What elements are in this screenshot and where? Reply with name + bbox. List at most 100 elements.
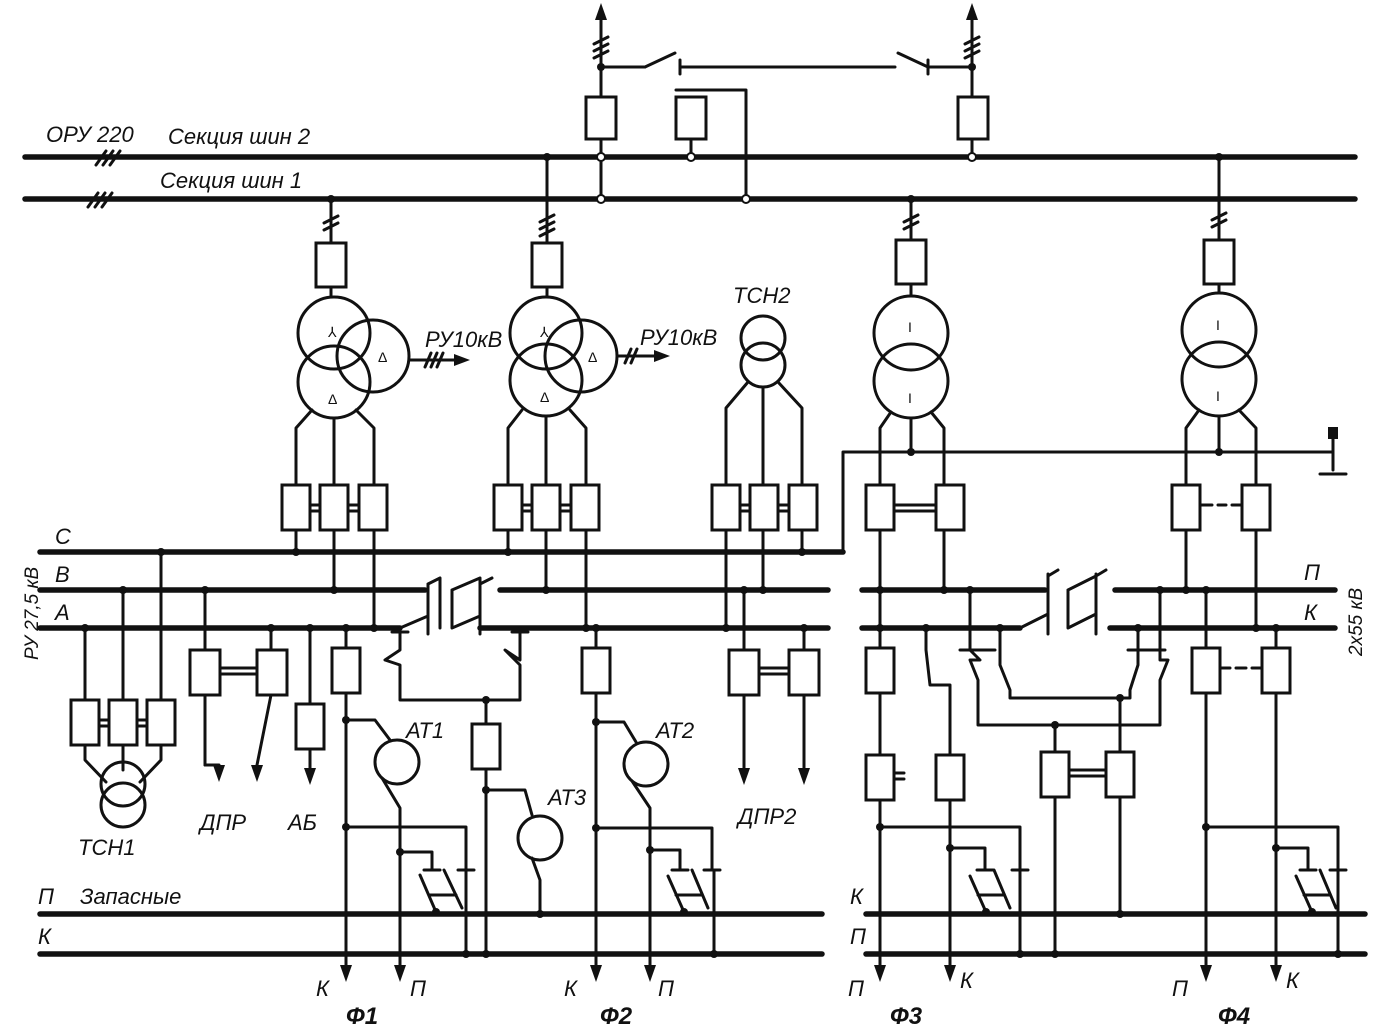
arrow-up-icon (966, 3, 978, 20)
transformer-1-bay: ⅄ Δ Δ РУ10кВ (280, 195, 502, 632)
dpr2-breaker-2 (787, 648, 821, 697)
tsn1-bay: ТСН1 (69, 548, 177, 860)
arrow-right-icon (454, 354, 470, 366)
f2-label: Ф2 (600, 1003, 633, 1030)
at3-autotransformer (516, 814, 564, 862)
ru2x55-label: 2х55 кВ (1346, 588, 1367, 657)
feeder-f3-bay: П К Ф3 (848, 624, 1030, 1030)
arrow-down-icon (590, 965, 602, 982)
star-icon: ⅄ (327, 324, 337, 340)
dpr2-breaker-1 (727, 648, 761, 697)
dpr-breaker-1 (188, 648, 222, 697)
bus-section-2-label: Секция шин 2 (168, 124, 310, 149)
t4-feeder-breaker-k (1240, 483, 1272, 532)
spare-2x55-p-label: П (850, 924, 866, 949)
t2-hv-breaker (530, 241, 564, 289)
delta-icon: Δ (588, 349, 597, 365)
t4-feeder-breaker-p (1170, 483, 1202, 532)
spare-p-label: П (38, 884, 54, 909)
t1-lv-winding (296, 344, 372, 420)
arrow-down-icon (394, 965, 406, 982)
t1-phase-breaker-b (318, 483, 350, 532)
spare-bay-2x55 (958, 586, 1170, 958)
phase-c-label: С (55, 524, 71, 549)
t4-lv-winding (1180, 340, 1258, 418)
incoming-line-2 (678, 3, 990, 162)
spare-buses-27kv: П Запасные К (37, 884, 825, 957)
tsn2-winding-2 (739, 341, 787, 389)
phase-b-label: В (55, 562, 70, 587)
transformer-2-bay: ⅄ Δ Δ РУ10кВ (492, 153, 717, 632)
tick-icon: I (908, 319, 912, 335)
f3-breaker-p (864, 646, 896, 695)
ab-bay: АБ (286, 624, 326, 835)
f4-p-label: П (1172, 976, 1188, 1001)
t1-phase-breaker-c (357, 483, 389, 532)
arrow-down-icon (798, 768, 810, 785)
line-breaker-2 (956, 95, 990, 141)
phase-a-label: А (53, 600, 70, 625)
tsn2-breaker-c (787, 483, 819, 532)
dpr-label: ДПР (197, 810, 246, 835)
arrow-down-icon (738, 768, 750, 785)
neutral-bus (841, 427, 1348, 554)
dpr-breaker-2 (255, 648, 289, 697)
busbars-27kv: С В А РУ 27,5 кВ (22, 524, 846, 660)
t3-feeder-breaker-p (864, 483, 896, 532)
tsn1-breaker-c (145, 698, 177, 747)
tsn1-winding-2 (99, 781, 147, 829)
f1-p-label: П (410, 976, 426, 1001)
spare-2x55-breaker-2 (1104, 750, 1136, 799)
arrow-down-icon (1270, 965, 1282, 982)
spare-buses-2x55: К П (850, 884, 1368, 957)
at3-bay: АТ3 (383, 626, 587, 958)
feeder-f1-bay: АТ1 К П Ф1 (316, 624, 476, 1030)
arrow-up-icon (595, 3, 607, 20)
ground-terminal-icon (1328, 427, 1338, 439)
tsn2-bay: ТСН2 (710, 283, 819, 632)
t4-hv-breaker (1202, 238, 1236, 286)
tsn2-winding-1 (739, 314, 787, 362)
bus-k-label: К (1304, 600, 1318, 625)
at2-label: АТ2 (654, 718, 694, 743)
feeder-f2-bay: АТ2 К П Ф2 (564, 624, 722, 1030)
f2-k-label: К (564, 976, 578, 1001)
transformer-4-bay: I I (1170, 153, 1272, 632)
f1-breaker (330, 646, 362, 695)
arrow-down-icon (1200, 965, 1212, 982)
f3-p-label: П (848, 976, 864, 1001)
bus-labels: ОРУ 220 Секция шин 2 Секция шин 1 (46, 122, 310, 193)
arrow-down-icon (304, 768, 316, 785)
t1-10kv-winding (335, 318, 411, 394)
arrow-down-icon (644, 965, 656, 982)
spare-label: Запасные (80, 884, 181, 909)
ru220-label: ОРУ 220 (46, 122, 134, 147)
t1-hv-winding (296, 295, 372, 371)
incoming-line-1 (584, 3, 682, 204)
feeder-f4-bay: П К Ф4 (1172, 586, 1348, 1030)
ab-label: АБ (286, 810, 317, 835)
line-breaker-1 (584, 95, 618, 141)
ru10kv-label-1: РУ10кВ (425, 327, 502, 352)
ab-breaker (294, 702, 326, 751)
bus-p-label: П (1304, 560, 1320, 585)
delta-icon: Δ (378, 349, 387, 365)
f4-label: Ф4 (1218, 1003, 1250, 1030)
at2-autotransformer (622, 740, 670, 788)
arrow-down-icon (251, 765, 263, 782)
t2-phase-breaker-b (530, 483, 562, 532)
f1-k-label: К (316, 976, 330, 1001)
bus-coupler-breaker (674, 95, 708, 141)
at1-autotransformer (373, 738, 421, 786)
arrow-down-icon (340, 965, 352, 982)
at1-label: АТ1 (404, 718, 444, 743)
arrow-right-icon (654, 350, 670, 362)
tick-icon: I (1216, 317, 1220, 333)
bus-section-1-label: Секция шин 1 (160, 168, 302, 193)
dpr2-bay: ДПР2 (727, 586, 821, 829)
arrow-down-icon (213, 765, 225, 782)
tsn1-winding-1 (99, 760, 147, 808)
tsn1-breaker-b (107, 698, 139, 747)
t1-hv-breaker (314, 241, 348, 289)
